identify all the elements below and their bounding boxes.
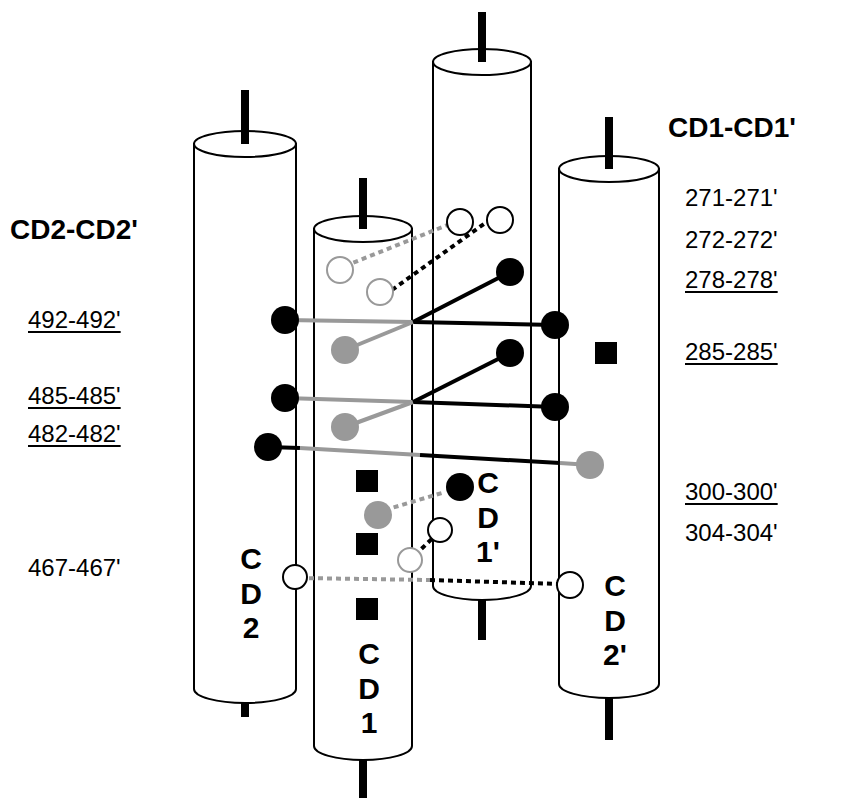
label-holder: 278-278'	[683, 266, 780, 294]
label-holder: CD2-CD2'	[8, 214, 140, 246]
label-holder: 272-272'	[683, 226, 780, 254]
helix-pair-heading: CD1-CD1'	[666, 112, 798, 143]
crosslink	[413, 322, 555, 325]
label-holder: 485-485'	[26, 382, 123, 410]
residue-pair-label: 272-272'	[683, 226, 780, 253]
crosslink	[420, 455, 560, 463]
crosslink	[285, 398, 413, 402]
helix-cylinder: CD2'	[558, 155, 660, 698]
residue-pair-label: 278-278'	[683, 266, 780, 293]
helix-name: CD1	[354, 637, 384, 741]
crosslink	[413, 402, 555, 407]
label-holder: 482-482'	[26, 420, 123, 448]
label-holder: 271-271'	[683, 184, 780, 212]
helix-cylinder: CD2	[193, 130, 297, 703]
residue-pair-label: 492-492'	[26, 306, 123, 333]
helix-end-stick	[241, 90, 249, 144]
helix-name: CD1'	[473, 466, 503, 570]
helix-pair-heading: CD2-CD2'	[8, 214, 140, 245]
crosslink	[285, 320, 413, 322]
label-holder: 467-467'	[26, 554, 123, 582]
residue-pair-label: 482-482'	[26, 420, 123, 447]
helix-end-stick	[241, 90, 249, 144]
dotted-crosslink	[300, 578, 430, 580]
label-holder: 304-304'	[683, 519, 780, 547]
residue-pair-label: 467-467'	[26, 554, 123, 581]
helix-end-stick	[605, 117, 613, 169]
cylinder-body	[433, 62, 531, 600]
residue-pair-label: 300-300'	[683, 478, 780, 505]
dotted-crosslink	[392, 216, 495, 290]
residue-pair-label: 285-285'	[683, 338, 780, 365]
helix-name: CD2	[236, 542, 266, 646]
helix-end-stick	[359, 178, 367, 229]
helix-end-stick	[359, 178, 367, 229]
crosslink	[300, 448, 420, 455]
helix-end-stick	[605, 117, 613, 169]
cylinder-body	[194, 144, 296, 703]
residue-pair-label: 271-271'	[683, 184, 780, 211]
helix-end-stick	[478, 12, 486, 62]
crosslink	[413, 353, 510, 402]
label-holder: CD1-CD1'	[666, 112, 798, 144]
cylinder-body	[314, 229, 412, 760]
dotted-crosslink	[430, 580, 560, 584]
crosslink	[413, 272, 510, 322]
helix-name: CD2'	[600, 569, 630, 673]
helix-end-stick	[478, 12, 486, 62]
label-holder: 492-492'	[26, 306, 123, 334]
residue-pair-label: 485-485'	[26, 382, 123, 409]
dotted-crosslink	[345, 222, 455, 266]
residue-pair-label: 304-304'	[683, 519, 780, 546]
label-holder: 285-285'	[683, 338, 780, 366]
label-holder: 300-300'	[683, 478, 780, 506]
residue-dots	[254, 207, 604, 598]
residue-squares	[356, 342, 617, 620]
cylinder-body	[559, 169, 659, 698]
dotted-crosslink	[385, 492, 445, 510]
